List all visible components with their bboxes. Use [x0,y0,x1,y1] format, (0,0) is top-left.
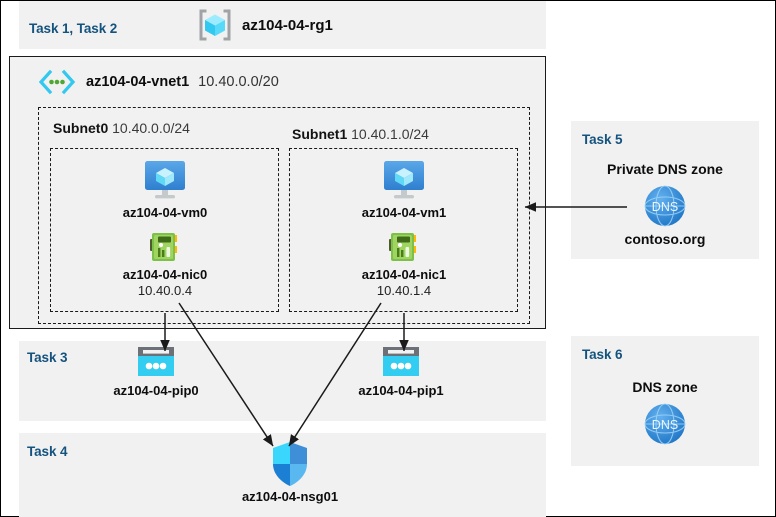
svg-text:DNS: DNS [652,200,678,214]
vnet-title: az104-04-vnet1 10.40.0.0/20 [37,69,279,95]
nsg-name: az104-04-nsg01 [241,489,339,504]
private-dns-name: contoso.org [624,231,706,247]
nic1-node[interactable]: az104-04-nic1 10.40.1.4 [344,231,464,300]
subnet1-cidr: 10.40.1.0/24 [351,126,429,142]
pip1-node[interactable]: az104-04-pip1 [341,345,461,399]
resource-group-title: az104-04-rg1 [197,7,333,43]
subnet1-boundary [289,148,518,312]
task-label-public-dns: Task 6 [582,347,623,362]
subnets-outer-boundary [38,107,530,324]
private-dns-node[interactable]: DNS contoso.org [605,183,725,249]
public-dns-node[interactable]: DNS [605,401,725,447]
vnet-panel [9,56,546,329]
vm0-node[interactable]: az104-04-vm0 [105,159,225,221]
nic1-ip: 10.40.1.4 [376,283,432,299]
dns-zone-icon: DNS [605,401,725,447]
vnet-name: az104-04-vnet1 [86,74,190,90]
resource-group-panel [19,1,546,49]
nic0-node[interactable]: az104-04-nic0 10.40.0.4 [105,231,225,300]
nic0-name: az104-04-nic0 [122,267,208,282]
network-interface-icon [105,231,225,265]
public-dns-heading: DNS zone [632,379,698,395]
subnet1-header: Subnet1 10.40.1.0/24 [292,126,429,142]
resource-group-name: az104-04-rg1 [242,16,333,34]
vm1-node[interactable]: az104-04-vm1 [344,159,464,221]
subnet0-cidr: 10.40.0.0/24 [112,120,190,136]
vm0-name: az104-04-vm0 [122,205,208,220]
network-interface-icon [344,231,464,265]
subnet0-boundary [50,148,279,312]
pip1-name: az104-04-pip1 [358,383,444,398]
subnet0-name: Subnet0 [53,120,109,136]
virtual-network-icon [37,69,77,95]
dns-zone-icon: DNS [605,183,725,229]
task-label-nsg: Task 4 [27,444,68,459]
virtual-machine-icon [344,159,464,203]
private-dns-heading: Private DNS zone [607,161,723,177]
subnet1-name: Subnet1 [292,126,348,142]
pip0-name: az104-04-pip0 [113,383,199,398]
pip0-node[interactable]: az104-04-pip0 [96,345,216,399]
task-label-private-dns: Task 5 [582,132,623,147]
public-ip-address-icon [96,345,216,381]
nsg-node[interactable]: az104-04-nsg01 [218,441,362,505]
vm1-name: az104-04-vm1 [361,205,447,220]
network-security-group-icon [218,441,362,487]
public-ip-address-icon [341,345,461,381]
svg-text:DNS: DNS [652,418,678,432]
resource-group-icon [197,7,233,43]
task-label-resource-group: Task 1, Task 2 [29,21,118,36]
vnet-cidr: 10.40.0.0/20 [198,74,279,90]
virtual-machine-icon [105,159,225,203]
public-ip-panel [19,341,546,421]
task-label-public-ip: Task 3 [27,350,68,365]
nic0-ip: 10.40.0.4 [137,283,193,299]
subnet0-header: Subnet0 10.40.0.0/24 [53,120,190,136]
nic1-name: az104-04-nic1 [361,267,447,282]
